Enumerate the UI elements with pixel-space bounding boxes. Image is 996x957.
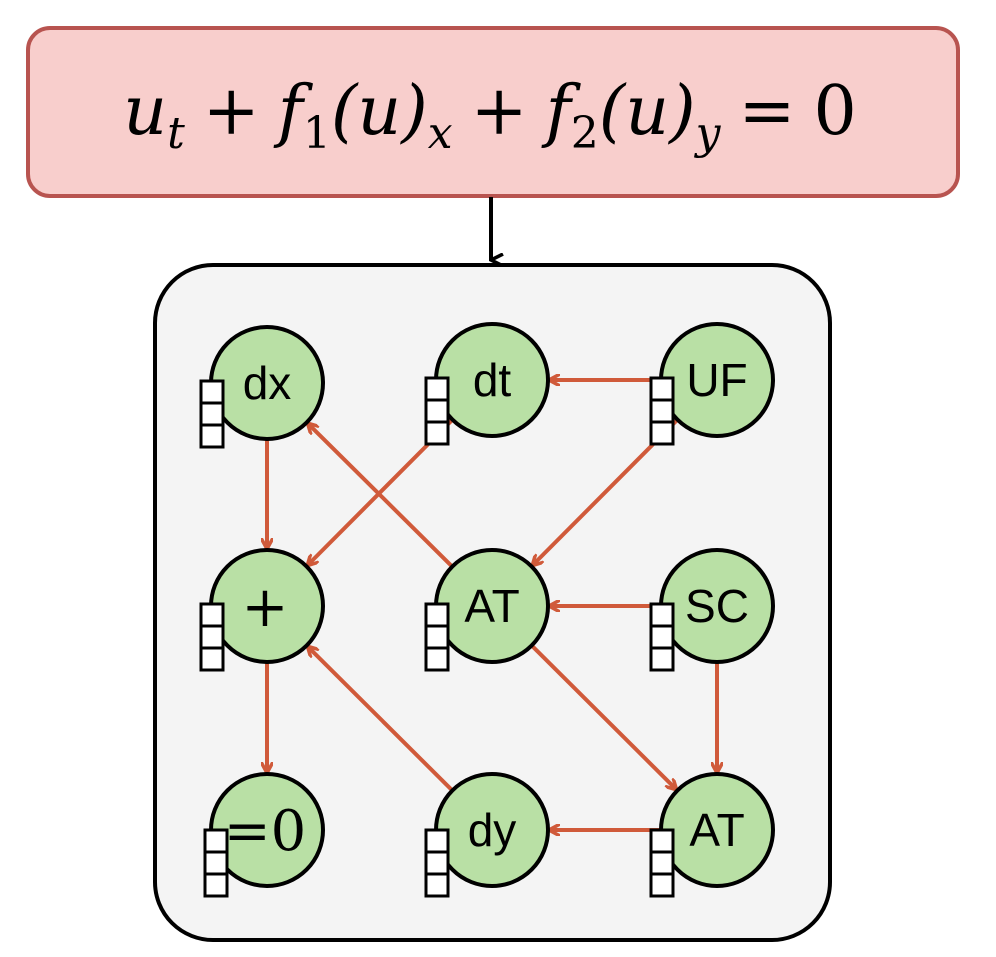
node-cell-box	[424, 872, 450, 898]
node-cell-box	[199, 423, 225, 449]
eq-equals: =	[738, 72, 795, 151]
node-label: dy	[468, 804, 517, 856]
node-label: AT	[464, 580, 519, 632]
eq-u-2: (u)	[599, 72, 696, 151]
node-dt: dt	[424, 322, 550, 446]
equation-box-frame	[26, 26, 960, 198]
node-cell-box	[424, 828, 450, 854]
node-cell-box	[424, 376, 450, 402]
node-eq0: =0	[203, 772, 325, 898]
eq-sub-1: 1	[303, 108, 331, 159]
node-cell-box	[649, 624, 675, 650]
edge-at1-to-at2	[527, 641, 676, 789]
equation-text: ut+f1(u)x+f2(u)y=0	[123, 72, 856, 159]
eq-plus-1: +	[203, 72, 260, 151]
node-cell-box	[424, 646, 450, 672]
node-at2: AT	[649, 772, 775, 898]
node-cell-box	[199, 379, 225, 405]
node-label: AT	[689, 804, 744, 856]
node-cell-box	[649, 420, 675, 446]
node-cell-box	[424, 420, 450, 446]
node-cell-box	[424, 850, 450, 876]
node-label: =0	[224, 799, 307, 864]
equation-box: ut+f1(u)x+f2(u)y=0	[26, 26, 960, 198]
node-dx: dx	[199, 325, 325, 449]
graph-nodes: dx dt UF + AT SC =0 dy AT	[199, 322, 775, 898]
node-label: dt	[473, 354, 512, 406]
eq-u: u	[123, 72, 167, 151]
edge-at1-to-dx	[308, 424, 457, 571]
eq-zero: 0	[813, 72, 856, 151]
node-cell-box	[649, 828, 675, 854]
node-label: dx	[243, 357, 292, 409]
eq-sub-t: t	[167, 108, 185, 159]
eq-sub-2: 2	[571, 108, 599, 159]
node-cell-box	[424, 624, 450, 650]
node-uf: UF	[649, 322, 775, 446]
edge-dy-to-plus	[308, 647, 457, 795]
node-plus: +	[199, 548, 325, 672]
node-at1: AT	[424, 548, 550, 672]
node-cell-box	[649, 398, 675, 424]
node-cell-box	[649, 646, 675, 672]
eq-sub-y: y	[694, 108, 722, 159]
node-cell-box	[424, 398, 450, 424]
node-cell-box	[199, 602, 225, 628]
node-cell-box	[199, 624, 225, 650]
eq-sub-x: x	[428, 108, 453, 159]
node-cell-box	[199, 401, 225, 427]
node-cell-box	[649, 872, 675, 898]
node-cell-box	[649, 376, 675, 402]
node-label: SC	[685, 580, 749, 632]
node-cell-box	[203, 872, 229, 898]
eq-plus-2: +	[471, 72, 528, 151]
graph-edges	[267, 380, 717, 830]
node-cell-box	[649, 850, 675, 876]
node-cell-box	[199, 646, 225, 672]
node-label: UF	[686, 354, 747, 406]
node-cell-box	[424, 602, 450, 628]
node-label: +	[242, 575, 289, 640]
eq-u-1: (u)	[331, 72, 428, 151]
node-dy: dy	[424, 772, 550, 898]
node-sc: SC	[649, 548, 775, 672]
node-cell-box	[649, 602, 675, 628]
